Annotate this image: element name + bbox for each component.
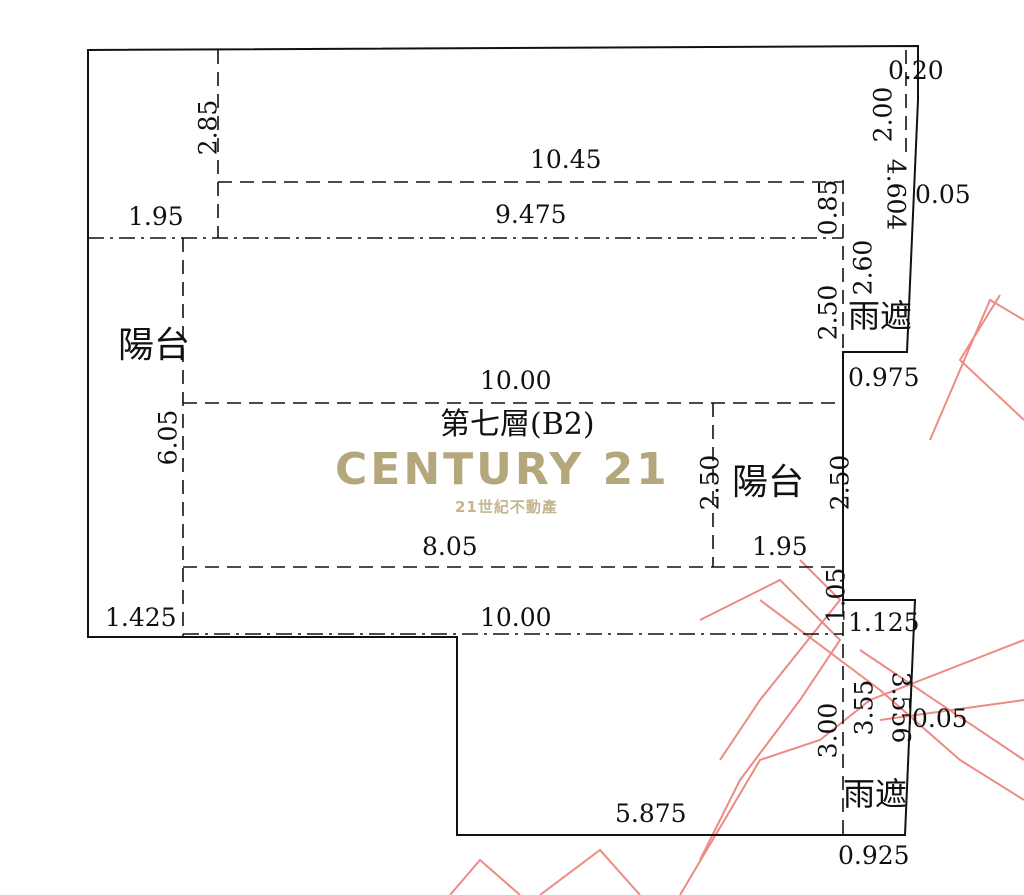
dim-label: 3.00 xyxy=(813,702,843,759)
dim-label: 8.05 xyxy=(422,532,478,561)
dim-label: 10.00 xyxy=(480,366,552,395)
century21-watermark-subtitle: 21世紀不動產 xyxy=(455,498,558,516)
room-label-canopy-bottom: 雨遮 xyxy=(843,775,908,813)
dim-label: 2.85 xyxy=(193,99,223,156)
room-label-balcony-left: 陽台 xyxy=(118,325,191,366)
floor-title: 第七層(B2) xyxy=(440,407,595,442)
dim-label: 0.925 xyxy=(838,841,910,870)
dim-label: 0.975 xyxy=(848,363,920,392)
stamp-watermark xyxy=(449,294,1024,895)
walls xyxy=(87,44,919,836)
dim-label: 1.125 xyxy=(848,608,920,637)
dim-label: 10.45 xyxy=(530,145,602,174)
dim-label: 4.604 xyxy=(881,158,911,231)
dim-label: 6.05 xyxy=(153,409,183,466)
dim-label: 1.95 xyxy=(128,202,184,231)
dim-label: 0.05 xyxy=(912,704,968,733)
dim-label: 2.50 xyxy=(813,284,843,341)
dim-label: 9.475 xyxy=(495,200,567,229)
dimension-lines xyxy=(88,50,907,835)
dim-label: 1.425 xyxy=(105,603,177,632)
dim-label: 10.00 xyxy=(480,603,552,632)
dim-label: 5.875 xyxy=(615,799,687,828)
dim-label: 2.50 xyxy=(825,454,855,511)
dim-label: 2.60 xyxy=(848,239,878,296)
dim-label: 1.95 xyxy=(752,532,808,561)
century21-watermark: CENTURY 21 xyxy=(335,444,670,495)
dim-label: 3.556 xyxy=(886,671,916,744)
dim-label: 0.85 xyxy=(813,179,843,236)
dim-label: 1.05 xyxy=(821,567,851,624)
room-label-balcony-right: 陽台 xyxy=(732,462,805,503)
room-label-canopy-top: 雨遮 xyxy=(848,297,913,335)
dim-label: 2.50 xyxy=(695,454,725,511)
dim-label: 0.20 xyxy=(888,56,944,85)
dim-label: 0.05 xyxy=(915,180,971,209)
dim-label: 2.00 xyxy=(868,86,898,143)
dim-label: 3.55 xyxy=(849,679,879,736)
